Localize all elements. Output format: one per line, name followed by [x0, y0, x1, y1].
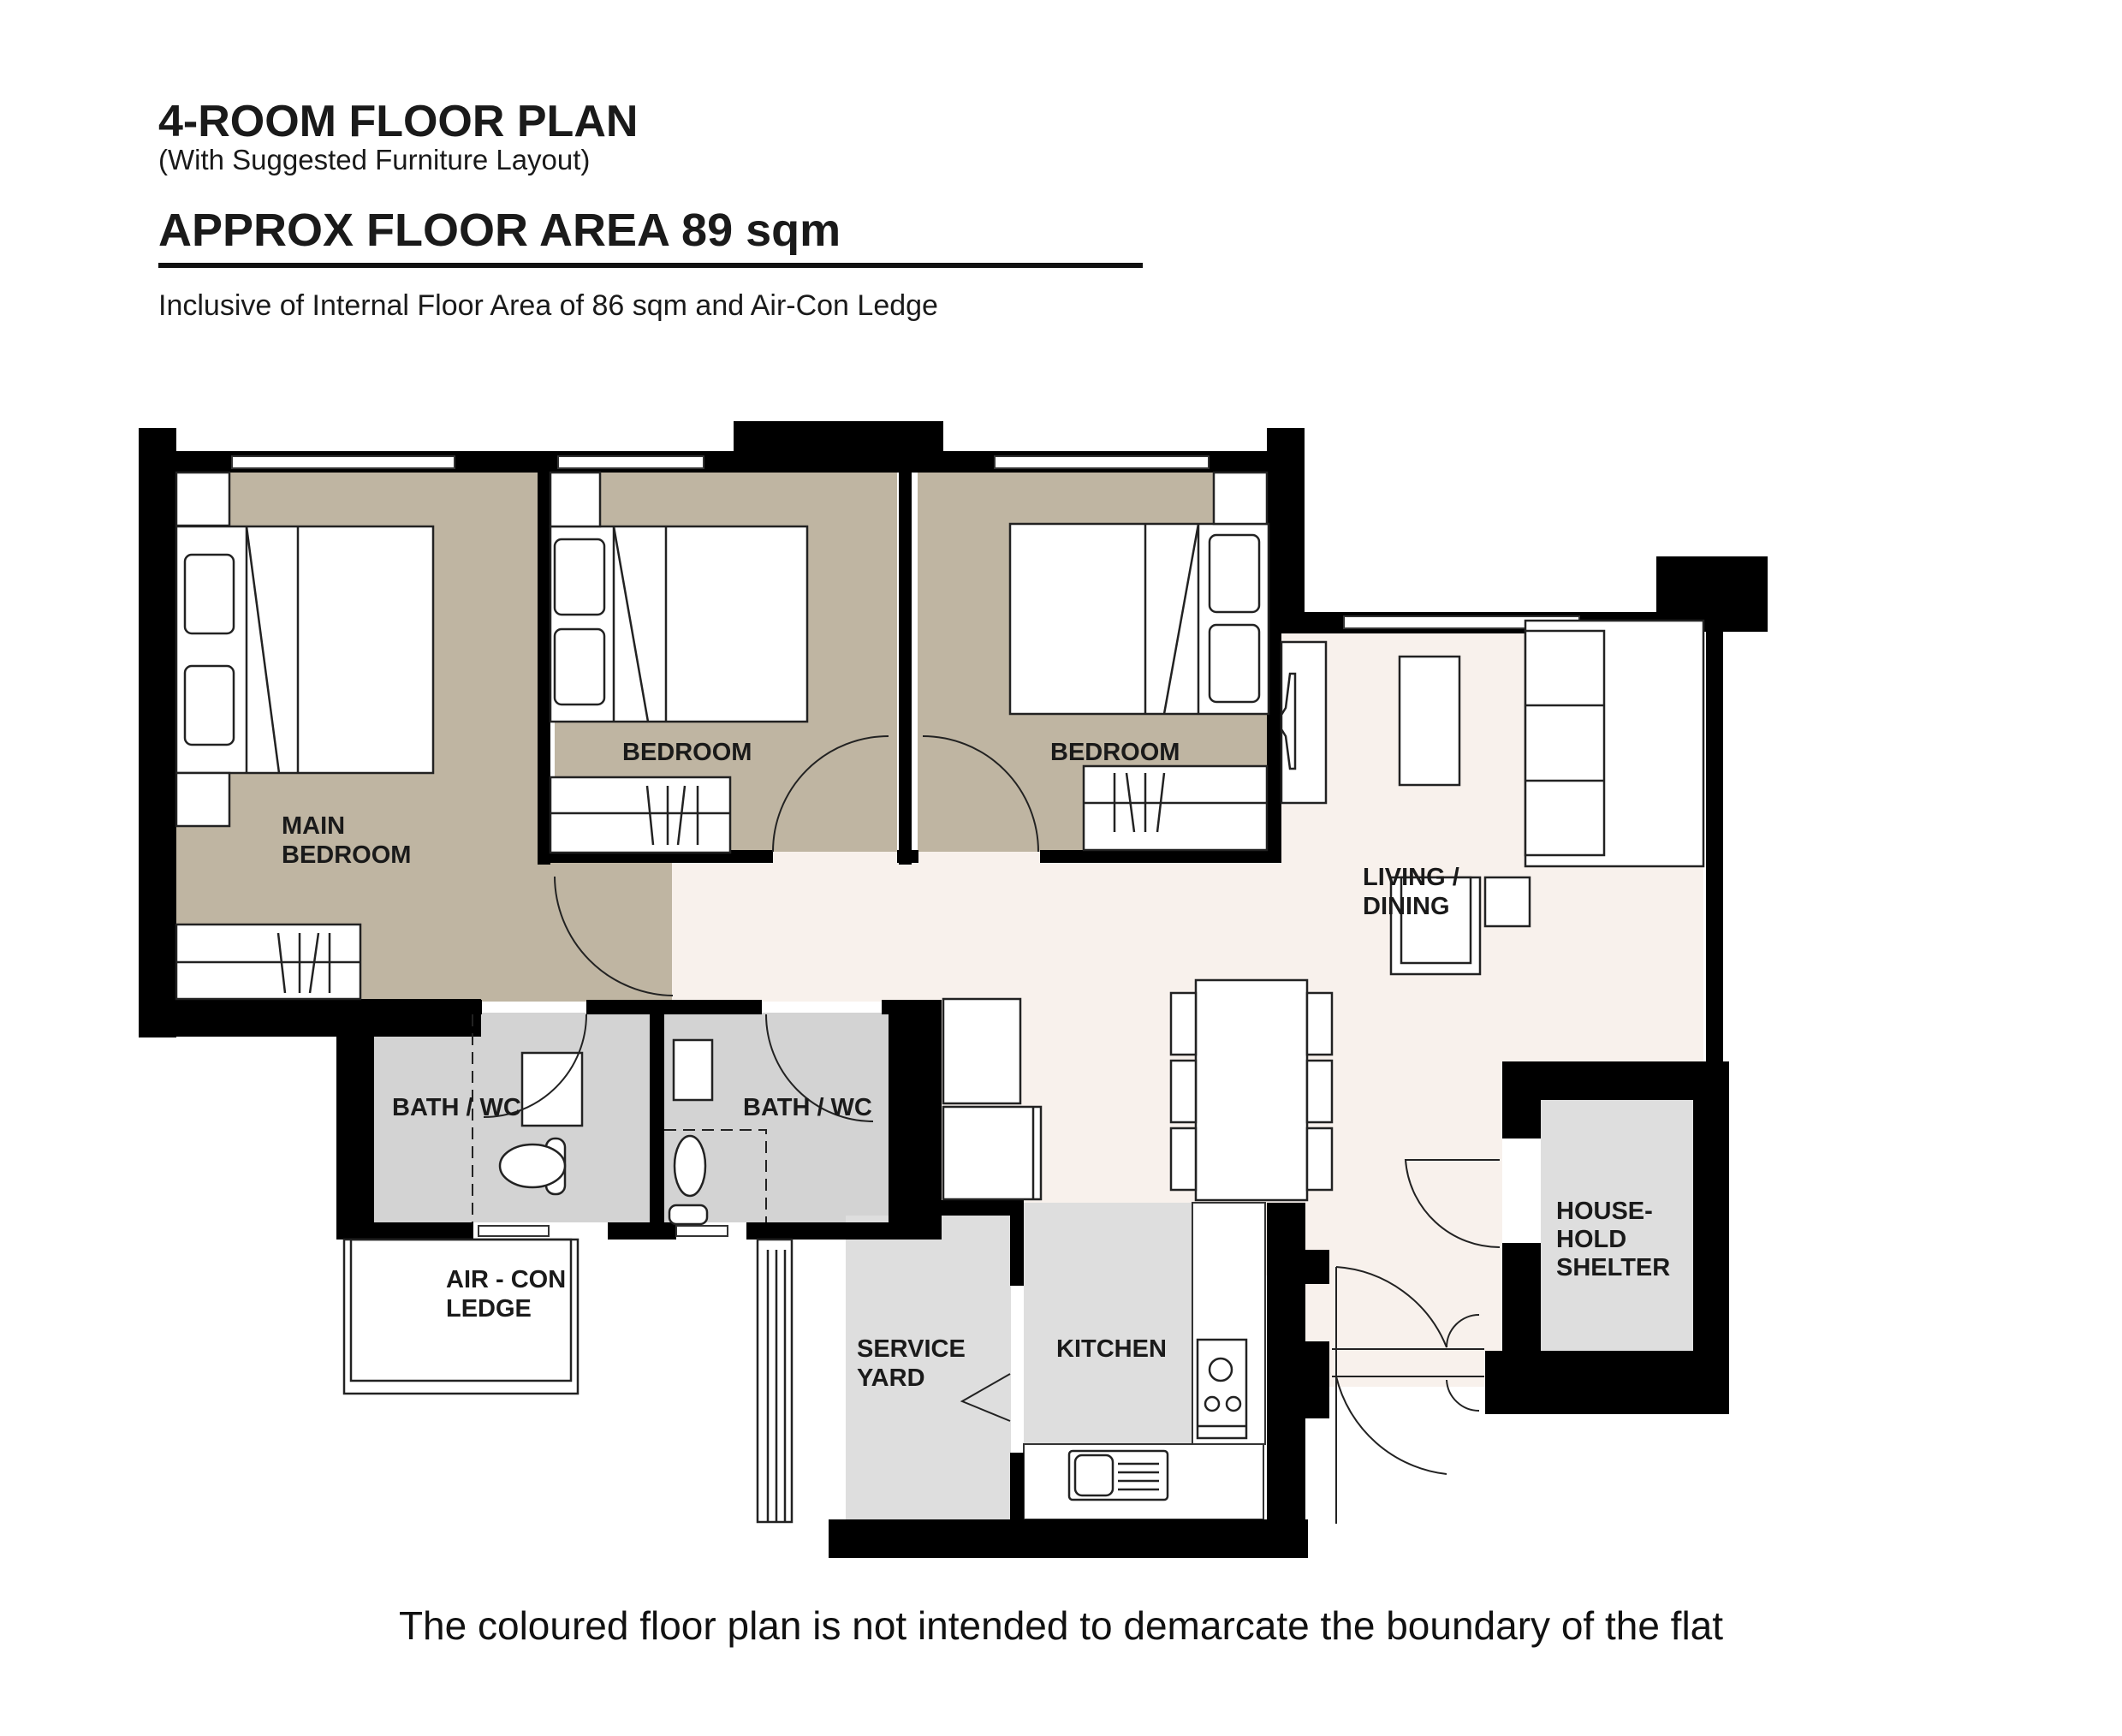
disclaimer: The coloured floor plan is not intended …: [398, 1603, 1724, 1648]
main-bedroom-label-2: BEDROOM: [282, 841, 411, 869]
door-swing: [1446, 1379, 1480, 1412]
household-shelter-floor: [1541, 1098, 1693, 1351]
aircon-ledge-label-2: LEDGE: [446, 1295, 532, 1323]
door-swing: [960, 1373, 1011, 1422]
dining-chair: [1169, 991, 1198, 1056]
dining-chair: [1305, 1127, 1334, 1192]
pillow: [1208, 623, 1261, 704]
washing-machine: [942, 1105, 1043, 1201]
toilet-tank: [668, 1204, 709, 1226]
hob: [1196, 1338, 1248, 1440]
dining-chair: [1169, 1127, 1198, 1192]
toilet-bowl: [673, 1134, 707, 1198]
aircon-ledge: [342, 1238, 580, 1395]
fridge: [942, 997, 1022, 1105]
living-dining-label: LIVING /: [1363, 864, 1459, 891]
bath-2-label: BATH / WC: [743, 1094, 872, 1121]
dining-chair: [1305, 991, 1334, 1056]
page-title: 4-ROOM FLOOR PLAN: [158, 97, 639, 146]
door-swing: [483, 1014, 587, 1118]
living-dining-label-2: DINING: [1363, 893, 1450, 920]
bath-1-label: BATH / WC: [392, 1094, 521, 1121]
basin: [672, 1038, 714, 1102]
pillow: [553, 627, 606, 706]
bath-1-floor: [374, 1013, 650, 1222]
coffee-table: [1398, 655, 1461, 787]
door-swing: [1404, 1159, 1501, 1249]
service-yard-label: SERVICE: [857, 1335, 966, 1363]
door-swing: [1335, 1376, 1447, 1475]
toilet-bowl: [498, 1143, 567, 1189]
drying-rack: [756, 1238, 794, 1524]
walls: [139, 421, 1768, 1558]
dining-table: [1194, 978, 1309, 1202]
kitchen-floor: [1024, 1203, 1192, 1444]
kitchen-label: KITCHEN: [1056, 1335, 1167, 1363]
pillow: [183, 664, 235, 746]
windows: [231, 455, 1580, 1237]
bedroom-3-label: BEDROOM: [1050, 739, 1180, 766]
pillow: [183, 553, 235, 635]
bedroom-2-label: BEDROOM: [622, 739, 752, 766]
pillow: [553, 538, 606, 616]
household-shelter-label-2: HOLD: [1556, 1226, 1626, 1253]
household-shelter-label: HOUSE-: [1556, 1198, 1653, 1225]
door-swing: [1335, 1266, 1447, 1348]
header-divider: [158, 263, 1143, 268]
dining-chair: [1305, 1059, 1334, 1124]
page-subtitle: (With Suggested Furniture Layout): [158, 144, 591, 175]
room-labels: MAIN BEDROOM BEDROOM BEDROOM LIVING / DI…: [282, 739, 1670, 1392]
door-swing: [922, 735, 1039, 853]
door-swing: [554, 876, 674, 996]
door-swing: [772, 735, 889, 853]
tv-icon: [1280, 672, 1297, 770]
door-swing: [765, 1014, 874, 1122]
furniture: [175, 471, 1705, 1524]
wardrobe: [549, 776, 732, 854]
approx-floor-area: APPROX FLOOR AREA 89 sqm: [158, 205, 841, 256]
main-bedroom-label: MAIN: [282, 812, 345, 840]
door-swing: [1446, 1314, 1480, 1348]
side-table: [1483, 876, 1531, 928]
main-bedroom-corridor-floor: [539, 852, 672, 1002]
aircon-ledge-label: AIR - CON: [446, 1266, 566, 1293]
doors: [472, 735, 1501, 1524]
pillow: [1208, 533, 1261, 614]
household-shelter-label-3: SHELTER: [1556, 1254, 1670, 1281]
wardrobe: [1082, 764, 1269, 852]
dining-chair: [1169, 1059, 1198, 1124]
inclusive-note: Inclusive of Internal Floor Area of 86 s…: [158, 289, 938, 322]
service-yard-floor: [846, 1216, 1011, 1519]
service-yard-label-2: YARD: [857, 1364, 925, 1392]
